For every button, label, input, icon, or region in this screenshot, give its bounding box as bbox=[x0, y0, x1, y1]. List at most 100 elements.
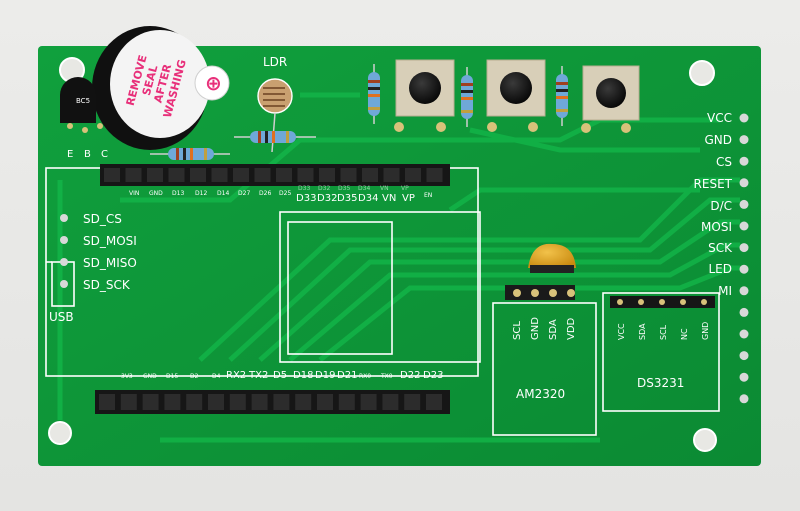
am2320-pin-label: SCL bbox=[512, 321, 523, 340]
lcd-pad bbox=[739, 264, 749, 274]
header-pin-label: D22 bbox=[400, 370, 420, 381]
lcd-pad bbox=[739, 178, 749, 188]
header-socket bbox=[360, 394, 377, 410]
copper-traces bbox=[57, 92, 740, 443]
header-pin-label: D34 bbox=[358, 193, 378, 204]
oled-outline-outer bbox=[279, 211, 481, 363]
header-socket bbox=[233, 168, 249, 182]
header-pin-label: D25 bbox=[279, 190, 291, 197]
lcd-pad bbox=[739, 307, 749, 317]
ds3231-label: DS3231 bbox=[637, 376, 684, 390]
transistor-marking: BC5 bbox=[76, 97, 90, 105]
bottom-header-labels: 3V3 GND D15 D2 D4 RX2 TX2 D5 D18 D19 D21… bbox=[121, 370, 443, 381]
ds3231-outline bbox=[602, 292, 720, 412]
header-pin-label-faint: D34 bbox=[358, 185, 370, 192]
resistor-4 bbox=[461, 67, 473, 127]
am2320-pin-label: VDD bbox=[566, 317, 577, 340]
lcd-pin-label: D/C bbox=[710, 199, 732, 213]
header-socket bbox=[211, 168, 228, 182]
lcd-pad bbox=[739, 221, 749, 231]
mounting-hole-bl bbox=[48, 421, 72, 445]
lcd-pad bbox=[739, 394, 749, 404]
oled-outline-inner bbox=[287, 221, 393, 355]
lcd-pad bbox=[739, 372, 749, 382]
header-socket bbox=[190, 168, 206, 182]
buzzer: REMOVE SEAL AFTER WASHING ⊕ bbox=[92, 26, 230, 150]
header-pin-label: D19 bbox=[315, 370, 335, 381]
ds3231-pin-label: VCC bbox=[617, 323, 626, 340]
bottom-pin-header bbox=[95, 390, 450, 414]
header-socket bbox=[340, 168, 357, 182]
header-socket bbox=[273, 394, 290, 410]
mounting-hole-br bbox=[693, 428, 717, 452]
buzzer-polarity-mark bbox=[194, 65, 230, 101]
lcd-pad bbox=[739, 243, 749, 253]
lcd-pad bbox=[739, 351, 749, 361]
header-pin-label: VIN bbox=[129, 190, 139, 197]
header-pin-label: GND bbox=[143, 373, 157, 380]
lcd-pad bbox=[739, 113, 749, 123]
am2320-pin-label: SDA bbox=[548, 319, 559, 340]
lcd-pad bbox=[739, 199, 749, 209]
lcd-pin-label: MI bbox=[718, 284, 732, 298]
header-socket bbox=[254, 168, 271, 182]
header-pin-label: VP bbox=[402, 193, 415, 204]
header-pin-label: D33 bbox=[296, 193, 316, 204]
header-socket bbox=[362, 168, 378, 182]
top-pin-header bbox=[100, 164, 450, 186]
transistor-pin-e: E bbox=[67, 149, 73, 160]
header-socket bbox=[142, 394, 159, 410]
header-pin-label: D15 bbox=[166, 373, 178, 380]
silkscreen-outlines bbox=[45, 167, 720, 436]
header-socket bbox=[404, 394, 421, 410]
sd-pin-label: SD_MOSI bbox=[83, 234, 137, 248]
header-pin-label: D4 bbox=[212, 373, 221, 380]
header-socket bbox=[164, 394, 181, 410]
ds3231-pin-label: SDA bbox=[638, 323, 647, 340]
header-socket bbox=[297, 168, 314, 182]
header-pin-label: GND bbox=[149, 190, 163, 197]
push-button-3 bbox=[581, 65, 640, 133]
header-pin-label: D18 bbox=[293, 370, 313, 381]
ds3231-pin-label: SCL bbox=[659, 324, 668, 340]
lcd-pin-label: RESET bbox=[694, 177, 733, 191]
sd-pin-label: SD_CS bbox=[83, 212, 122, 226]
resistor-3 bbox=[368, 64, 380, 124]
header-socket bbox=[125, 168, 142, 182]
ldr-label: LDR bbox=[263, 55, 287, 69]
lcd-pin-label: GND bbox=[704, 133, 732, 147]
header-socket bbox=[104, 168, 120, 182]
header-pin-label: D32 bbox=[317, 193, 337, 204]
plus-icon: ⊕ bbox=[205, 71, 222, 95]
lcd-pad bbox=[739, 156, 749, 166]
header-socket bbox=[383, 168, 400, 182]
header-socket bbox=[295, 394, 312, 410]
header-pin-label: VN bbox=[382, 193, 396, 204]
transistor: BC5 E B C bbox=[60, 77, 108, 160]
header-socket bbox=[147, 168, 163, 182]
header-pin-label: D2 bbox=[190, 373, 199, 380]
lcd-pad bbox=[739, 135, 749, 145]
ds3231-pin-label: GND bbox=[701, 322, 710, 340]
lcd-pad bbox=[739, 329, 749, 339]
transistor-pin-b: B bbox=[84, 149, 91, 160]
header-socket bbox=[276, 168, 292, 182]
header-pin-label: EN bbox=[424, 192, 432, 199]
header-pin-label: RX0 bbox=[359, 373, 371, 380]
header-pin-label-faint: D33 bbox=[298, 185, 310, 192]
lcd-connector: VCC GND CS RESET D/C MOSI SCK LED MI bbox=[694, 111, 749, 404]
header-pin-label: TX0 bbox=[380, 373, 393, 380]
lcd-pin-label: LED bbox=[708, 262, 732, 276]
header-pin-label: D26 bbox=[259, 190, 271, 197]
am2320-sensor: SCL GND SDA VDD AM2320 bbox=[505, 243, 577, 401]
am2320-pin-label: GND bbox=[530, 317, 541, 340]
transistor-pin-c: C bbox=[101, 149, 108, 160]
header-socket bbox=[186, 394, 203, 410]
header-pin-label: D13 bbox=[172, 190, 184, 197]
push-button-1 bbox=[394, 59, 455, 132]
header-pin-label: 3V3 bbox=[121, 373, 133, 380]
header-pin-label: TX2 bbox=[248, 370, 268, 381]
sd-pin-label: SD_MISO bbox=[83, 256, 137, 270]
header-pin-label-faint: D35 bbox=[338, 185, 350, 192]
